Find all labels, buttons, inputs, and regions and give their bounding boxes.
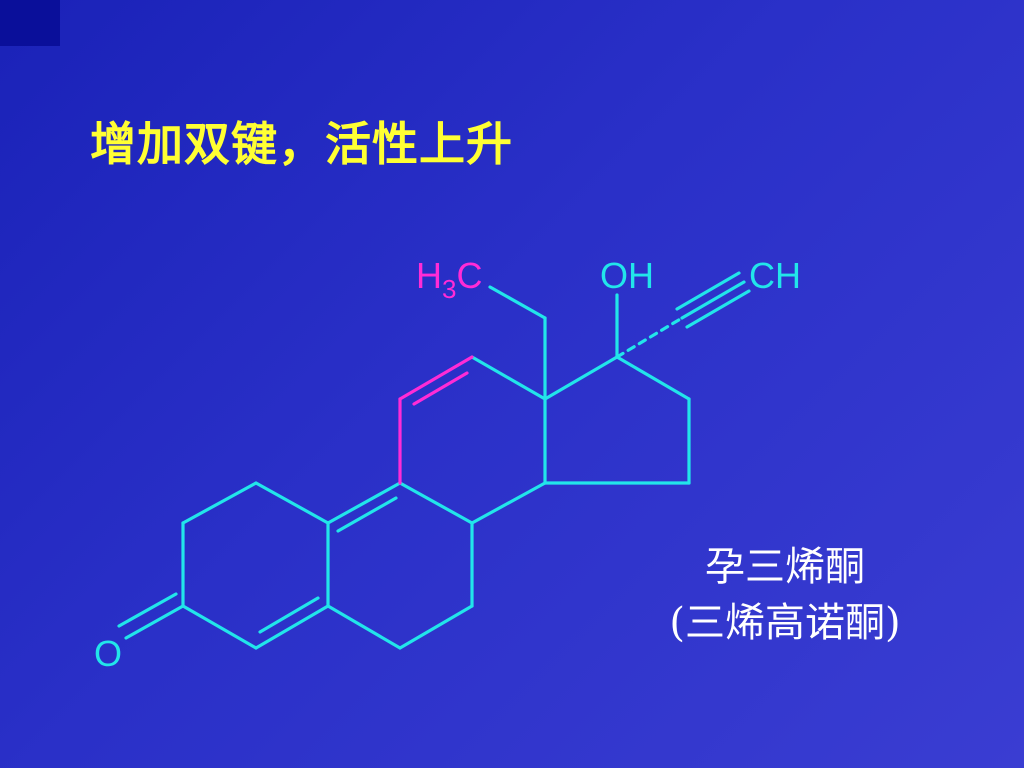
- bond-c11-c12: [470, 355, 547, 401]
- bond-c17-ethynyl-hashed: [615, 316, 684, 359]
- bond-c3-o: [124, 604, 185, 640]
- bond-c4-c5-double: [258, 596, 320, 634]
- bond-c4-c5: [254, 604, 330, 650]
- bond-alkyne-2: [675, 271, 741, 311]
- bond-c1-c2: [181, 481, 258, 525]
- bond-alkyne-3: [685, 289, 751, 329]
- bond-c13-c14: [470, 481, 547, 525]
- bond-alkyne-1: [680, 280, 746, 320]
- atom-labels: H3C OH CH O: [94, 255, 801, 674]
- bond-c11-c12-double: [412, 371, 469, 406]
- bond-c17-c16: [615, 355, 691, 401]
- bond-c6-c7: [398, 604, 474, 650]
- bond-c3-c4: [181, 604, 258, 650]
- bond-c5-c6: [326, 604, 402, 650]
- hydroxyl-label: OH: [600, 255, 654, 296]
- bond-c1-c10: [254, 481, 330, 525]
- bond-ethyl-ch3: [488, 285, 547, 320]
- bond-c13-c17: [543, 355, 619, 401]
- bond-c11-c12-ring: [398, 355, 474, 401]
- slide-title: 增加双键，活性上升: [90, 117, 513, 171]
- bonds-cyan: [117, 271, 751, 650]
- alkyne-ch-label: CH: [749, 255, 801, 296]
- bond-c10-c9: [326, 481, 402, 525]
- corner-decoration: [0, 0, 60, 46]
- bonds-magenta: [398, 355, 474, 485]
- compound-alt-name: (三烯高诺酮): [669, 600, 901, 646]
- compound-name: 孕三烯酮: [705, 544, 865, 590]
- methyl-label: H3C: [416, 255, 482, 304]
- bond-c10-c9-double: [336, 496, 398, 533]
- bond-c8-c9: [398, 481, 474, 525]
- ketone-o-label: O: [94, 633, 122, 674]
- bond-c3-o-double: [117, 592, 178, 628]
